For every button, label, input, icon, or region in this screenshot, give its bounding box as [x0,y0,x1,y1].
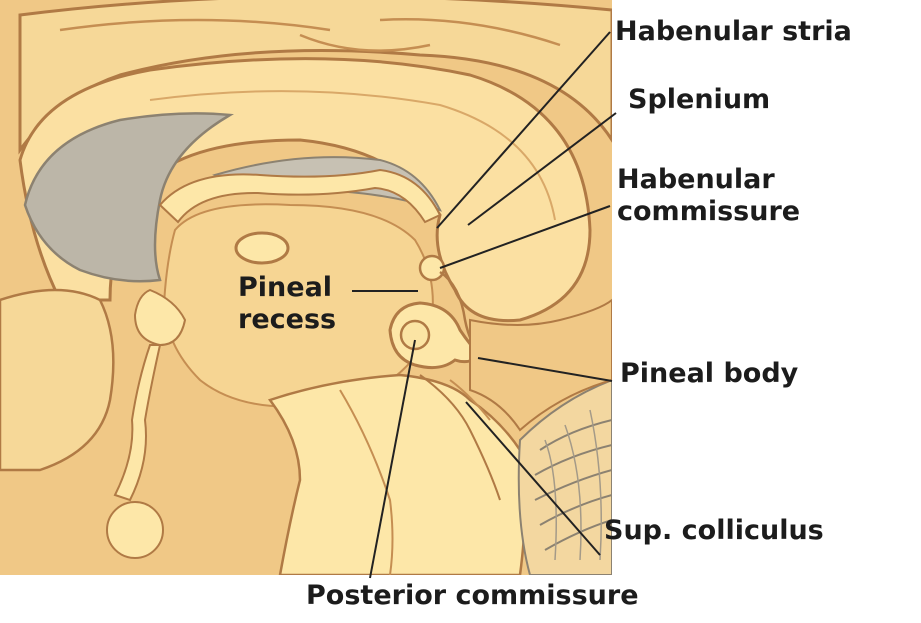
interthalamic-adhesion [236,233,288,263]
label-pineal-body: Pineal body [620,358,798,390]
label-pineal-recess-line1: Pineal [238,272,336,304]
label-habenular-commissure: Habenular commissure [617,164,800,228]
label-sup-colliculus: Sup. colliculus [604,515,824,547]
label-habenular-stria: Habenular stria [615,16,852,48]
mammillary-region [107,502,163,558]
label-pineal-recess: Pineal recess [238,272,336,336]
label-habenular-commissure-line1: Habenular [617,164,800,196]
label-posterior-commissure: Posterior commissure [306,580,639,612]
label-habenular-commissure-line2: commissure [617,196,800,228]
label-splenium: Splenium [628,84,770,116]
label-pineal-recess-line2: recess [238,304,336,336]
